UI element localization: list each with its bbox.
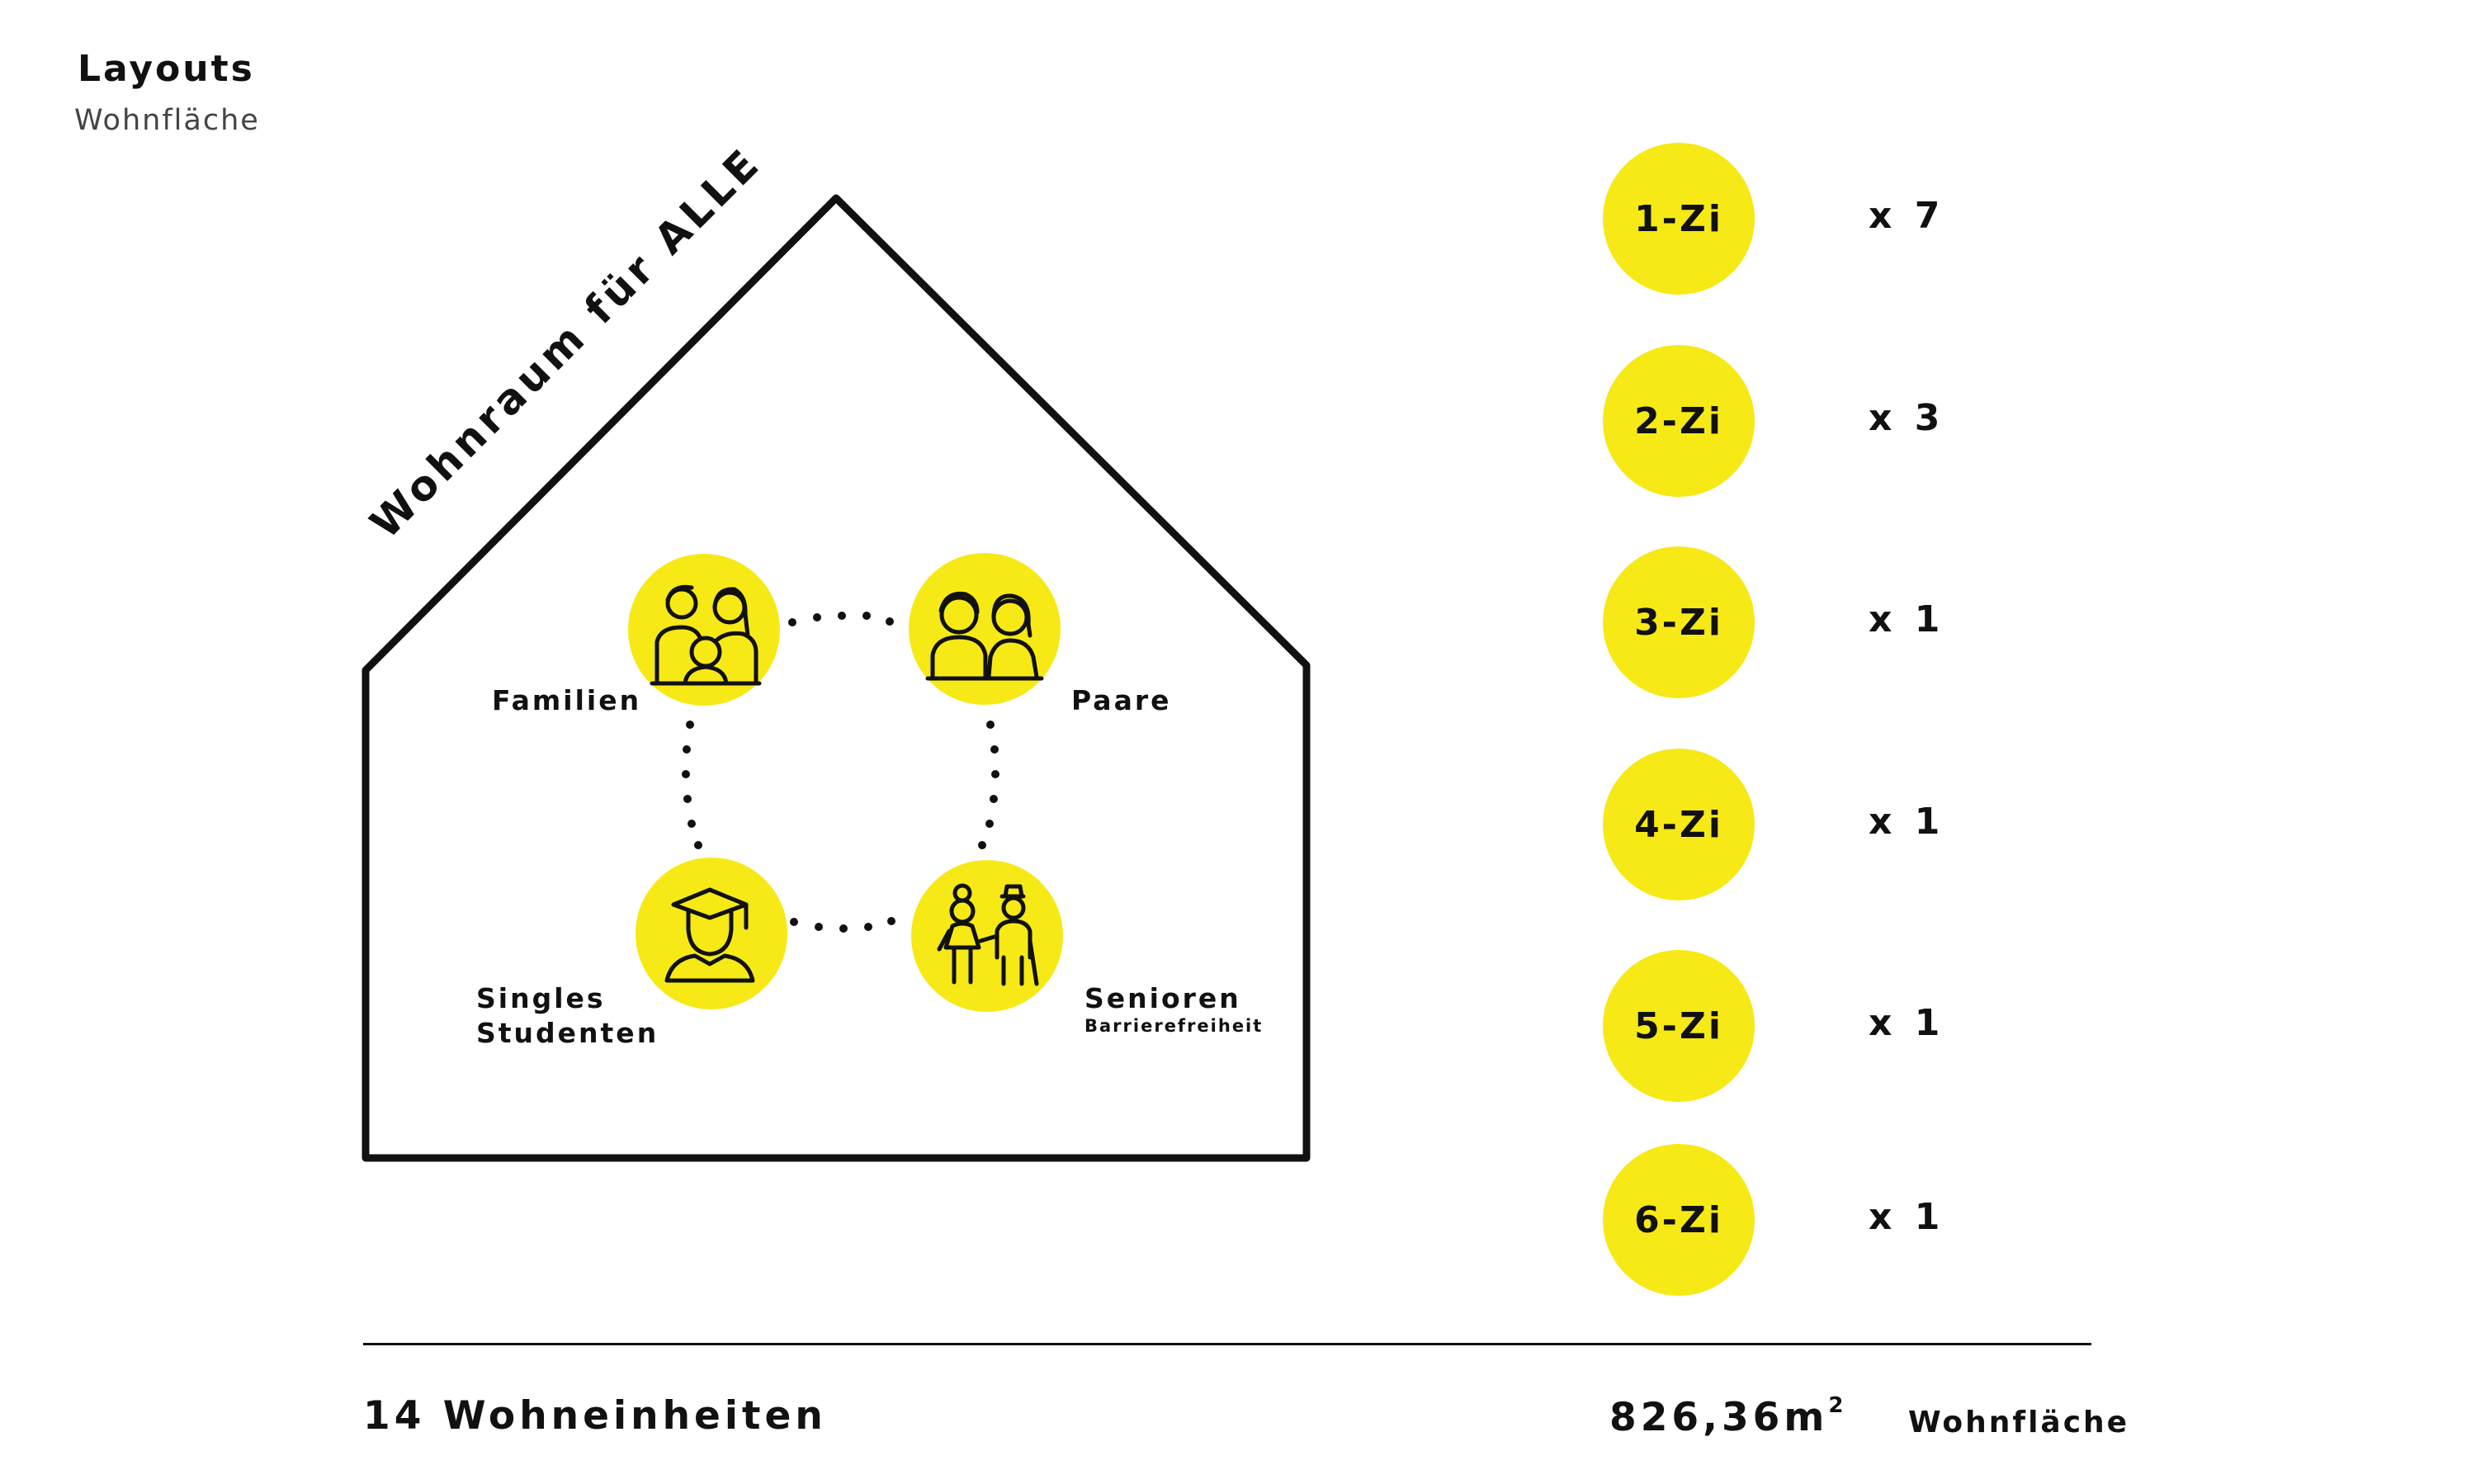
- area-total: 826,36m2: [1609, 1393, 1847, 1440]
- group-label-2: Studenten: [476, 1017, 659, 1049]
- room-count: x 1: [1869, 801, 1945, 843]
- dotted-connectors: [682, 612, 999, 933]
- roof-label: Wohnraum für ALLE: [361, 139, 770, 548]
- room-count: x 1: [1869, 598, 1945, 640]
- group-familien: Familien: [492, 554, 780, 716]
- graduate-icon: [664, 887, 755, 983]
- summary-divider: [363, 1343, 2091, 1345]
- house-outline: [361, 194, 1311, 1162]
- room-badge: 3-Zi: [1603, 546, 1755, 698]
- family-icon: [650, 584, 762, 686]
- group-label: Paare: [1071, 684, 1172, 716]
- page-title: Layouts: [78, 48, 255, 90]
- room-badge: 2-Zi: [1603, 345, 1755, 497]
- seniors-icon: [937, 883, 1039, 986]
- group-senioren: Senioren Barrierefreiheit: [911, 860, 1263, 1036]
- area-label: Wohnfläche: [1908, 1406, 2130, 1439]
- group-label: Singles: [476, 982, 606, 1014]
- couple-icon: [925, 591, 1044, 681]
- room-count: x 1: [1869, 1002, 1945, 1044]
- room-badge: 1-Zi: [1603, 143, 1755, 295]
- room-badge: 6-Zi: [1603, 1144, 1755, 1296]
- page-subtitle: Wohnfläche: [74, 104, 260, 137]
- group-label: Familien: [492, 684, 641, 716]
- room-badge: 5-Zi: [1603, 950, 1755, 1102]
- group-paare: Paare: [909, 553, 1172, 716]
- room-count: x 1: [1869, 1196, 1945, 1238]
- group-label: Senioren: [1084, 982, 1241, 1014]
- room-count: x 3: [1869, 397, 1945, 439]
- room-badge: 4-Zi: [1603, 749, 1755, 900]
- group-singles: Singles Studenten: [476, 858, 787, 1049]
- room-count: x 7: [1869, 195, 1945, 237]
- area-exponent: 2: [1828, 1393, 1848, 1418]
- group-sublabel: Barrierefreiheit: [1084, 1016, 1263, 1036]
- area-value: 826,36m: [1609, 1395, 1829, 1440]
- units-total: 14 Wohneinheiten: [363, 1393, 827, 1439]
